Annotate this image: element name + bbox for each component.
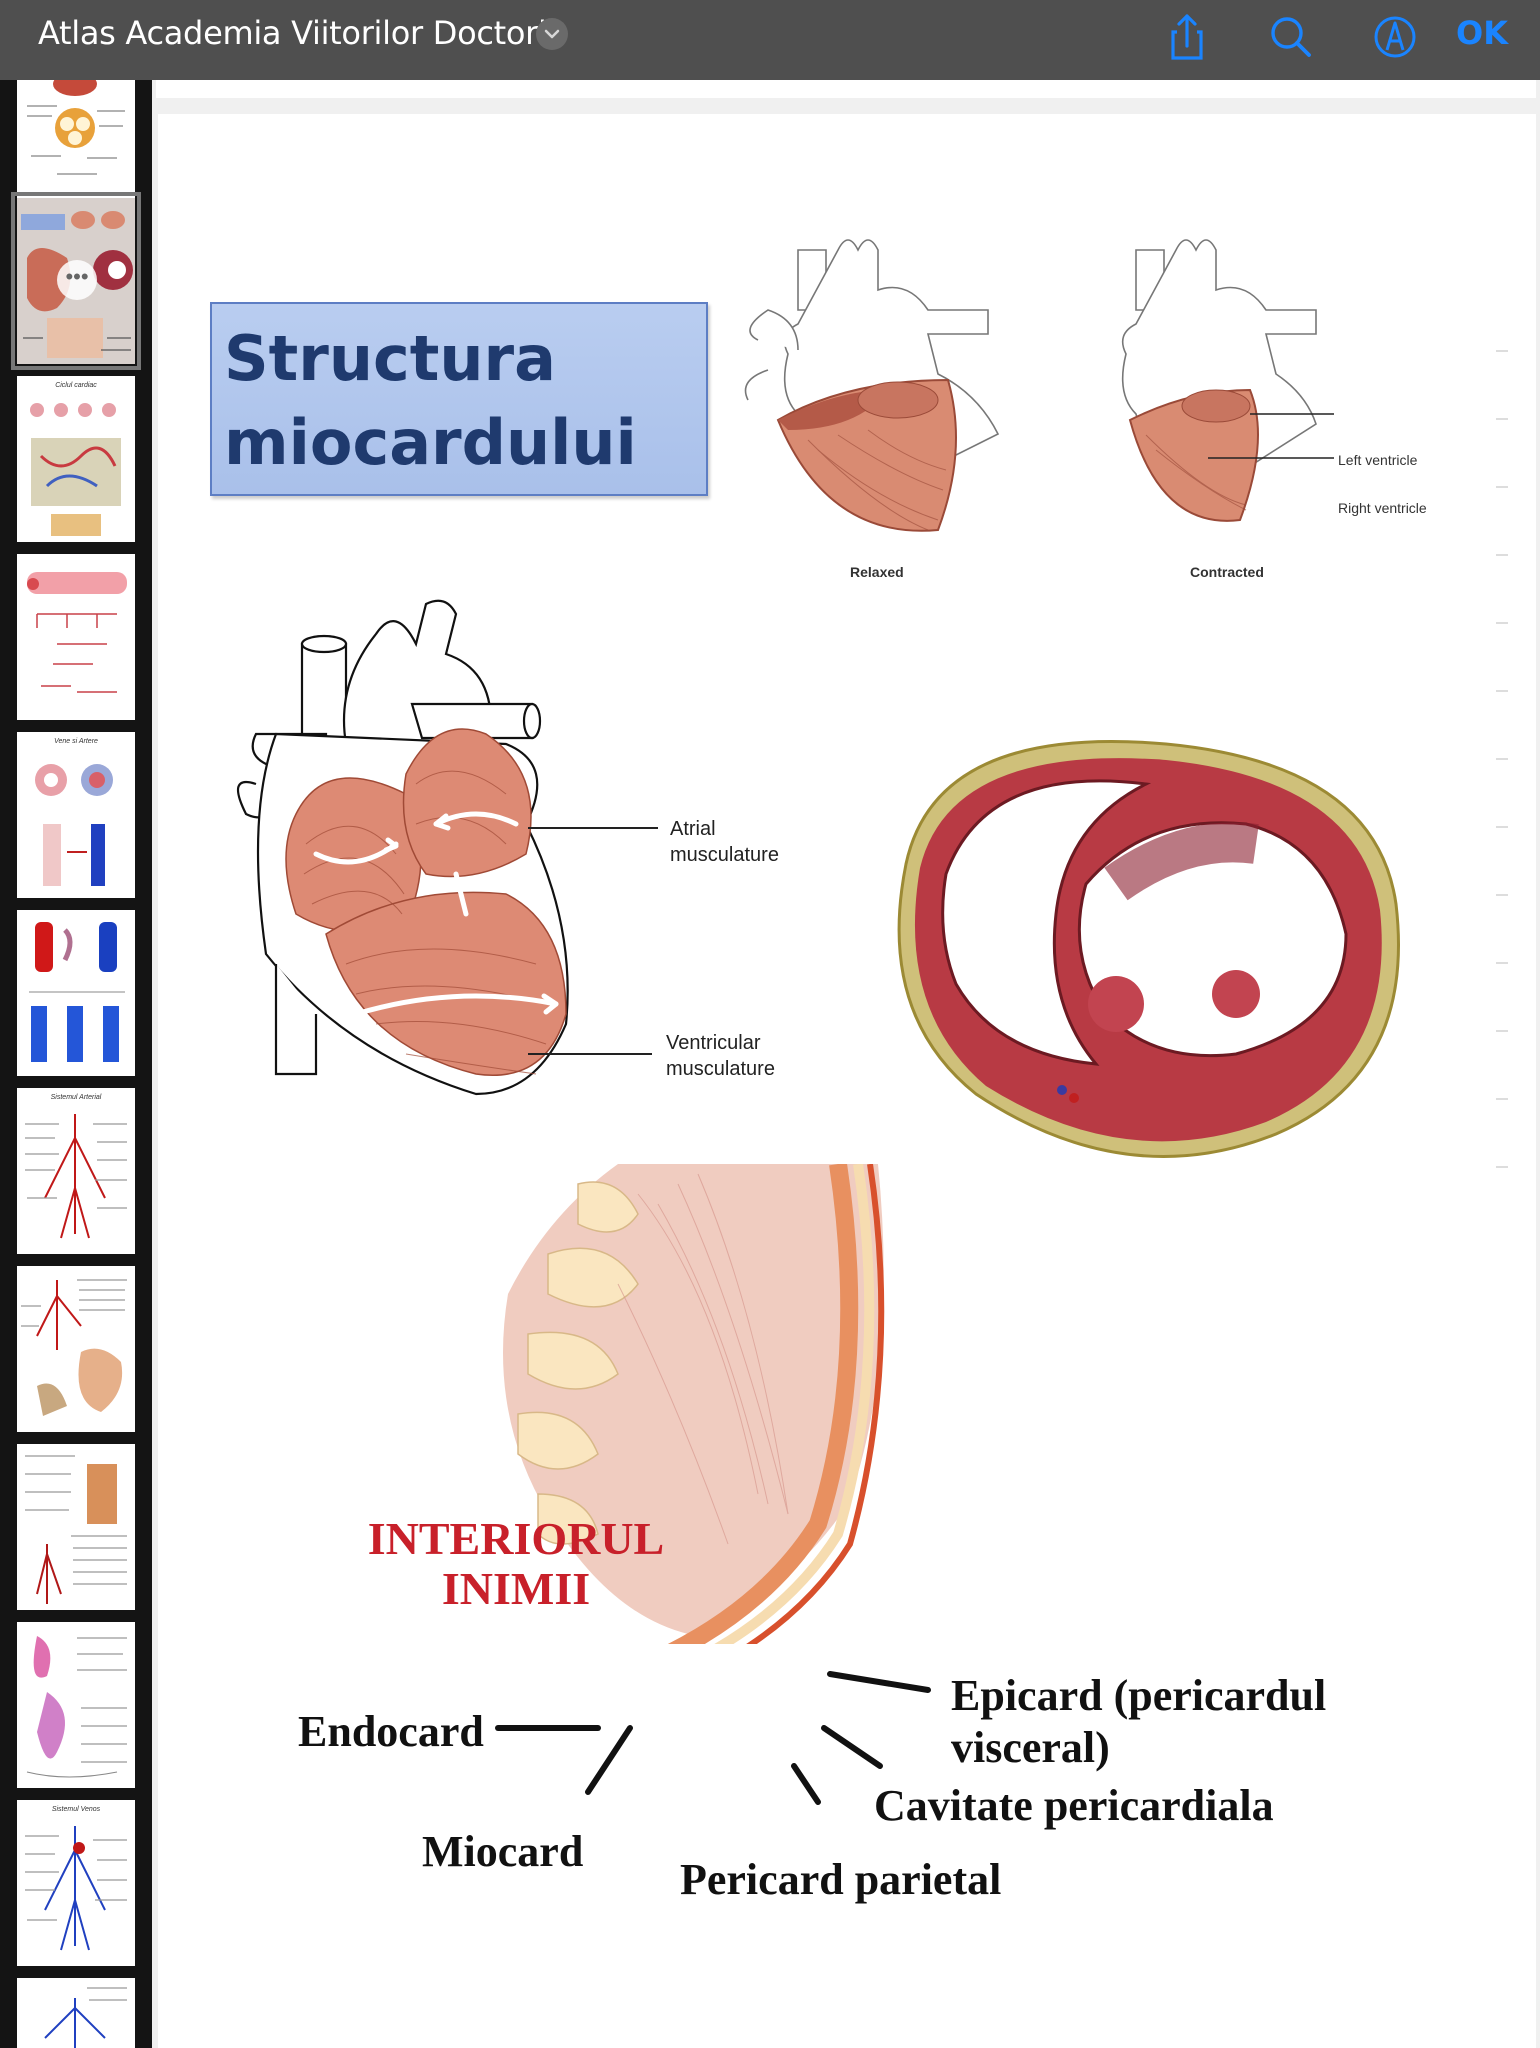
page-thumbnail-current[interactable]: ••• bbox=[11, 192, 141, 370]
heading-interiorul-inimii: INTERIORUL INIMII bbox=[356, 1514, 676, 1614]
page-edge-mark bbox=[1496, 554, 1508, 556]
label-left-ventricle: Left ventricle bbox=[1338, 452, 1418, 468]
layer-pointer-lines bbox=[495, 1671, 931, 1805]
label-line: visceral) bbox=[951, 1723, 1110, 1772]
chevron-down-icon[interactable] bbox=[536, 18, 568, 50]
previous-page-edge bbox=[156, 80, 1536, 98]
label-line: musculature bbox=[666, 1058, 775, 1080]
label-relaxed: Relaxed bbox=[850, 564, 904, 580]
label-atrial-musculature: Atrial musculature bbox=[670, 816, 779, 868]
ok-button[interactable]: OK bbox=[1456, 14, 1508, 52]
label-pointer-lines bbox=[528, 827, 658, 1055]
heart-wall-layers-illustration bbox=[503, 1164, 885, 1644]
slide-title: miocardului bbox=[224, 406, 637, 479]
markup-icon[interactable] bbox=[1368, 10, 1422, 64]
label-line: Atrial bbox=[670, 818, 716, 840]
heading-line: INIMII bbox=[441, 1563, 591, 1614]
page-thumbnail[interactable]: Ciclul cardiac bbox=[17, 376, 135, 542]
page-thumbnail[interactable] bbox=[17, 910, 135, 1076]
slide-title: Structura bbox=[224, 322, 556, 395]
thumbnail-title: Vene si Artere bbox=[54, 738, 98, 745]
slide-title-box: Structura miocardului bbox=[210, 302, 708, 496]
page-edge-mark bbox=[1496, 894, 1508, 896]
document-title[interactable]: Atlas Academia Viitorilor Doctori bbox=[38, 14, 547, 52]
page-thumbnail[interactable] bbox=[17, 1266, 135, 1432]
label-miocard: Miocard bbox=[422, 1827, 584, 1876]
page-thumbnail[interactable]: Vene si Artere bbox=[17, 732, 135, 898]
page-edge-mark bbox=[1496, 622, 1508, 624]
heart-contracted-illustration bbox=[1121, 239, 1334, 522]
page-edge-mark bbox=[1496, 962, 1508, 964]
label-endocard: Endocard bbox=[298, 1707, 484, 1756]
heading-line: INTERIORUL bbox=[367, 1513, 665, 1564]
thumbnail-title: Ciclul cardiac bbox=[55, 382, 97, 389]
page-thumbnail[interactable] bbox=[17, 1444, 135, 1610]
page-edge-mark bbox=[1496, 826, 1508, 828]
search-icon[interactable] bbox=[1264, 10, 1318, 64]
document-page: Structura miocardului bbox=[158, 114, 1536, 2048]
label-contracted: Contracted bbox=[1190, 564, 1264, 580]
thumbnail-title: Sistemul Arterial bbox=[50, 1094, 102, 1101]
top-toolbar: Atlas Academia Viitorilor Doctori OK bbox=[0, 0, 1540, 80]
label-line: musculature bbox=[670, 844, 779, 866]
share-icon[interactable] bbox=[1160, 10, 1214, 64]
label-line: Epicard (pericardul bbox=[951, 1671, 1327, 1720]
page-thumbnail[interactable] bbox=[17, 1978, 135, 2048]
label-line: Ventricular bbox=[666, 1032, 761, 1054]
label-right-ventricle: Right ventricle bbox=[1338, 500, 1427, 516]
page-thumbnail[interactable]: Sistemul Arterial bbox=[17, 1088, 135, 1254]
label-pericard-parietal: Pericard parietal bbox=[680, 1855, 1002, 1904]
document-viewer[interactable]: Structura miocardului bbox=[152, 80, 1540, 2048]
label-cavitate-pericardiala: Cavitate pericardiala bbox=[874, 1781, 1274, 1830]
page-edge-mark bbox=[1496, 1098, 1508, 1100]
page-edge-mark bbox=[1496, 1030, 1508, 1032]
page-edge-mark bbox=[1496, 690, 1508, 692]
page-thumbnail[interactable] bbox=[17, 554, 135, 720]
heart-musculature-illustration bbox=[236, 599, 569, 1096]
page-edge-mark bbox=[1496, 486, 1508, 488]
heart-relaxed-illustration bbox=[744, 239, 1000, 532]
ventricle-cross-section-illustration bbox=[897, 740, 1400, 1158]
page-thumbnail[interactable]: Sistemul Venos bbox=[17, 1800, 135, 1966]
label-ventricular-musculature: Ventricular musculature bbox=[666, 1030, 775, 1082]
page-edge-mark bbox=[1496, 758, 1508, 760]
label-epicard: Epicard (pericardul visceral) bbox=[951, 1670, 1326, 1774]
page-edge-mark bbox=[1496, 1166, 1508, 1168]
more-options-button[interactable]: ••• bbox=[57, 260, 97, 300]
page-edge-mark bbox=[1496, 350, 1508, 352]
page-edge-mark bbox=[1496, 418, 1508, 420]
page-thumbnail-sidebar[interactable]: ••• Ciclul cardiac Vene si Artere bbox=[0, 80, 152, 2048]
page-thumbnail[interactable] bbox=[17, 1622, 135, 1788]
thumbnail-title: Sistemul Venos bbox=[51, 1806, 101, 1813]
